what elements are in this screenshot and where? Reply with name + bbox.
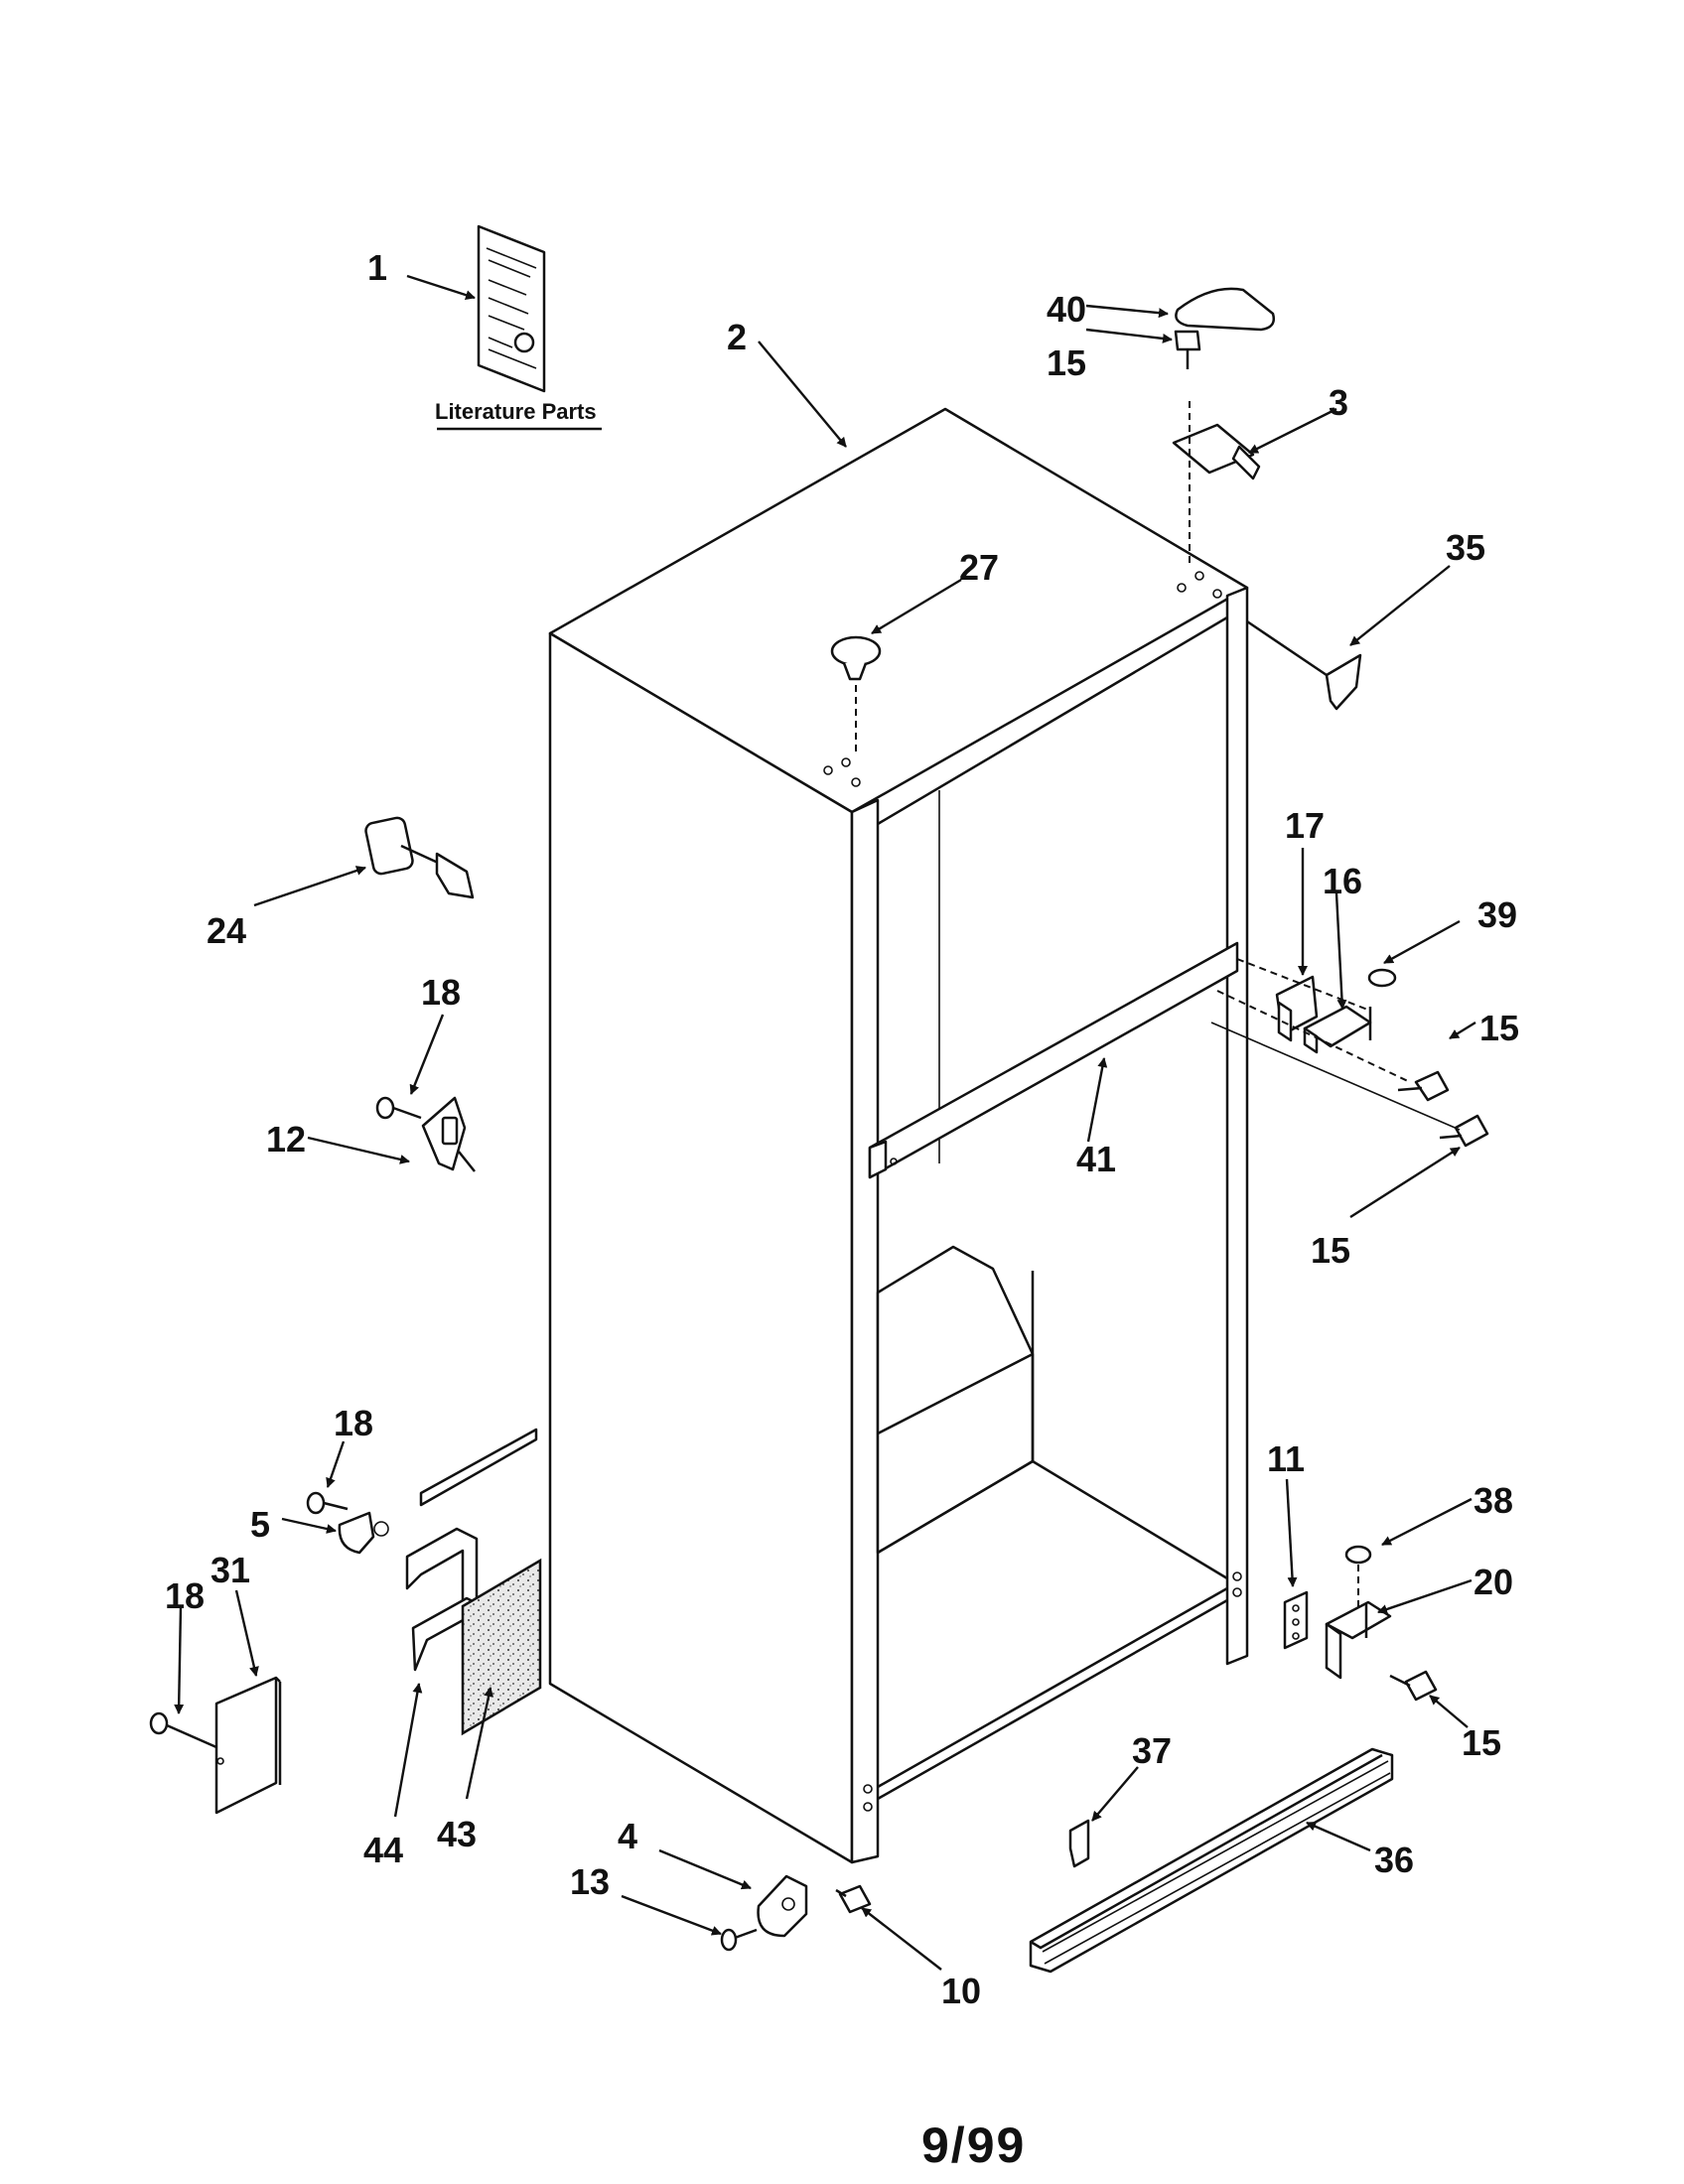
clip-37 (1068, 1819, 1090, 1868)
callout-41: 41 (1076, 1139, 1116, 1179)
callout-11: 11 (1267, 1438, 1305, 1479)
callout-44: 44 (363, 1830, 403, 1870)
center-hinge (1216, 958, 1411, 1083)
callout-15a: 15 (1047, 342, 1086, 383)
callout-12: 12 (266, 1119, 306, 1160)
callout-24: 24 (207, 910, 246, 951)
callout-37: 37 (1132, 1730, 1172, 1771)
callout-5: 5 (250, 1504, 270, 1545)
callout-1: 1 (367, 247, 387, 288)
shim-plate (1283, 1590, 1309, 1650)
bottom-hinge (1325, 1600, 1392, 1680)
callout-4: 4 (618, 1816, 637, 1856)
callout-16: 16 (1323, 861, 1362, 901)
callout-18a: 18 (421, 972, 461, 1013)
callout-15d: 15 (1462, 1722, 1501, 1763)
divider-rail (868, 941, 1239, 1179)
toe-grille (1029, 1747, 1394, 1974)
callout-43: 43 (437, 1814, 477, 1854)
callout-10: 10 (941, 1971, 981, 2011)
top-hinge (1172, 401, 1261, 568)
insulation-pad (461, 1558, 542, 1736)
callout-31: 31 (210, 1550, 250, 1590)
hinge-screw-top (1174, 330, 1201, 369)
screw-18-lower-left (149, 1711, 217, 1749)
hinge-clip (1246, 619, 1362, 711)
callout-39: 39 (1477, 894, 1517, 935)
latch-screw (375, 1096, 422, 1120)
callout-15c: 15 (1311, 1230, 1350, 1271)
date-footer: 9/99 (921, 2117, 1026, 2173)
callout-27: 27 (959, 547, 999, 588)
callout-18c: 18 (165, 1575, 205, 1616)
screw-13 (720, 1928, 758, 1952)
side-cover (214, 1676, 282, 1815)
washer-38 (1344, 1545, 1372, 1608)
literature-caption: Literature Parts (435, 399, 597, 424)
callout-18b: 18 (334, 1403, 373, 1443)
center-hinge-screw (1397, 1070, 1450, 1102)
latch-bracket (421, 1096, 476, 1172)
hinge-cover (1175, 287, 1275, 332)
callout-15b: 15 (1479, 1008, 1519, 1048)
callout-20: 20 (1474, 1562, 1513, 1602)
callout-2: 2 (727, 317, 747, 357)
callout-38: 38 (1474, 1480, 1513, 1521)
callout-36: 36 (1374, 1840, 1414, 1880)
refrigerator-cabinet (548, 407, 1249, 1864)
screw-18-left-mid (306, 1491, 349, 1515)
callout-13: 13 (570, 1861, 610, 1902)
bottom-hinge-screw (1389, 1670, 1438, 1702)
hinge-bottom-left (338, 1511, 389, 1555)
callout-40: 40 (1047, 289, 1086, 330)
roller (757, 1874, 808, 1938)
literature-booklet (477, 224, 546, 393)
callout-35: 35 (1446, 527, 1485, 568)
screw-10 (835, 1884, 872, 1914)
control-knob (364, 816, 475, 899)
callout-3: 3 (1329, 382, 1348, 423)
center-hinge-screw-2 (1210, 1022, 1489, 1148)
callout-17: 17 (1285, 805, 1325, 846)
plug-button (830, 635, 882, 754)
